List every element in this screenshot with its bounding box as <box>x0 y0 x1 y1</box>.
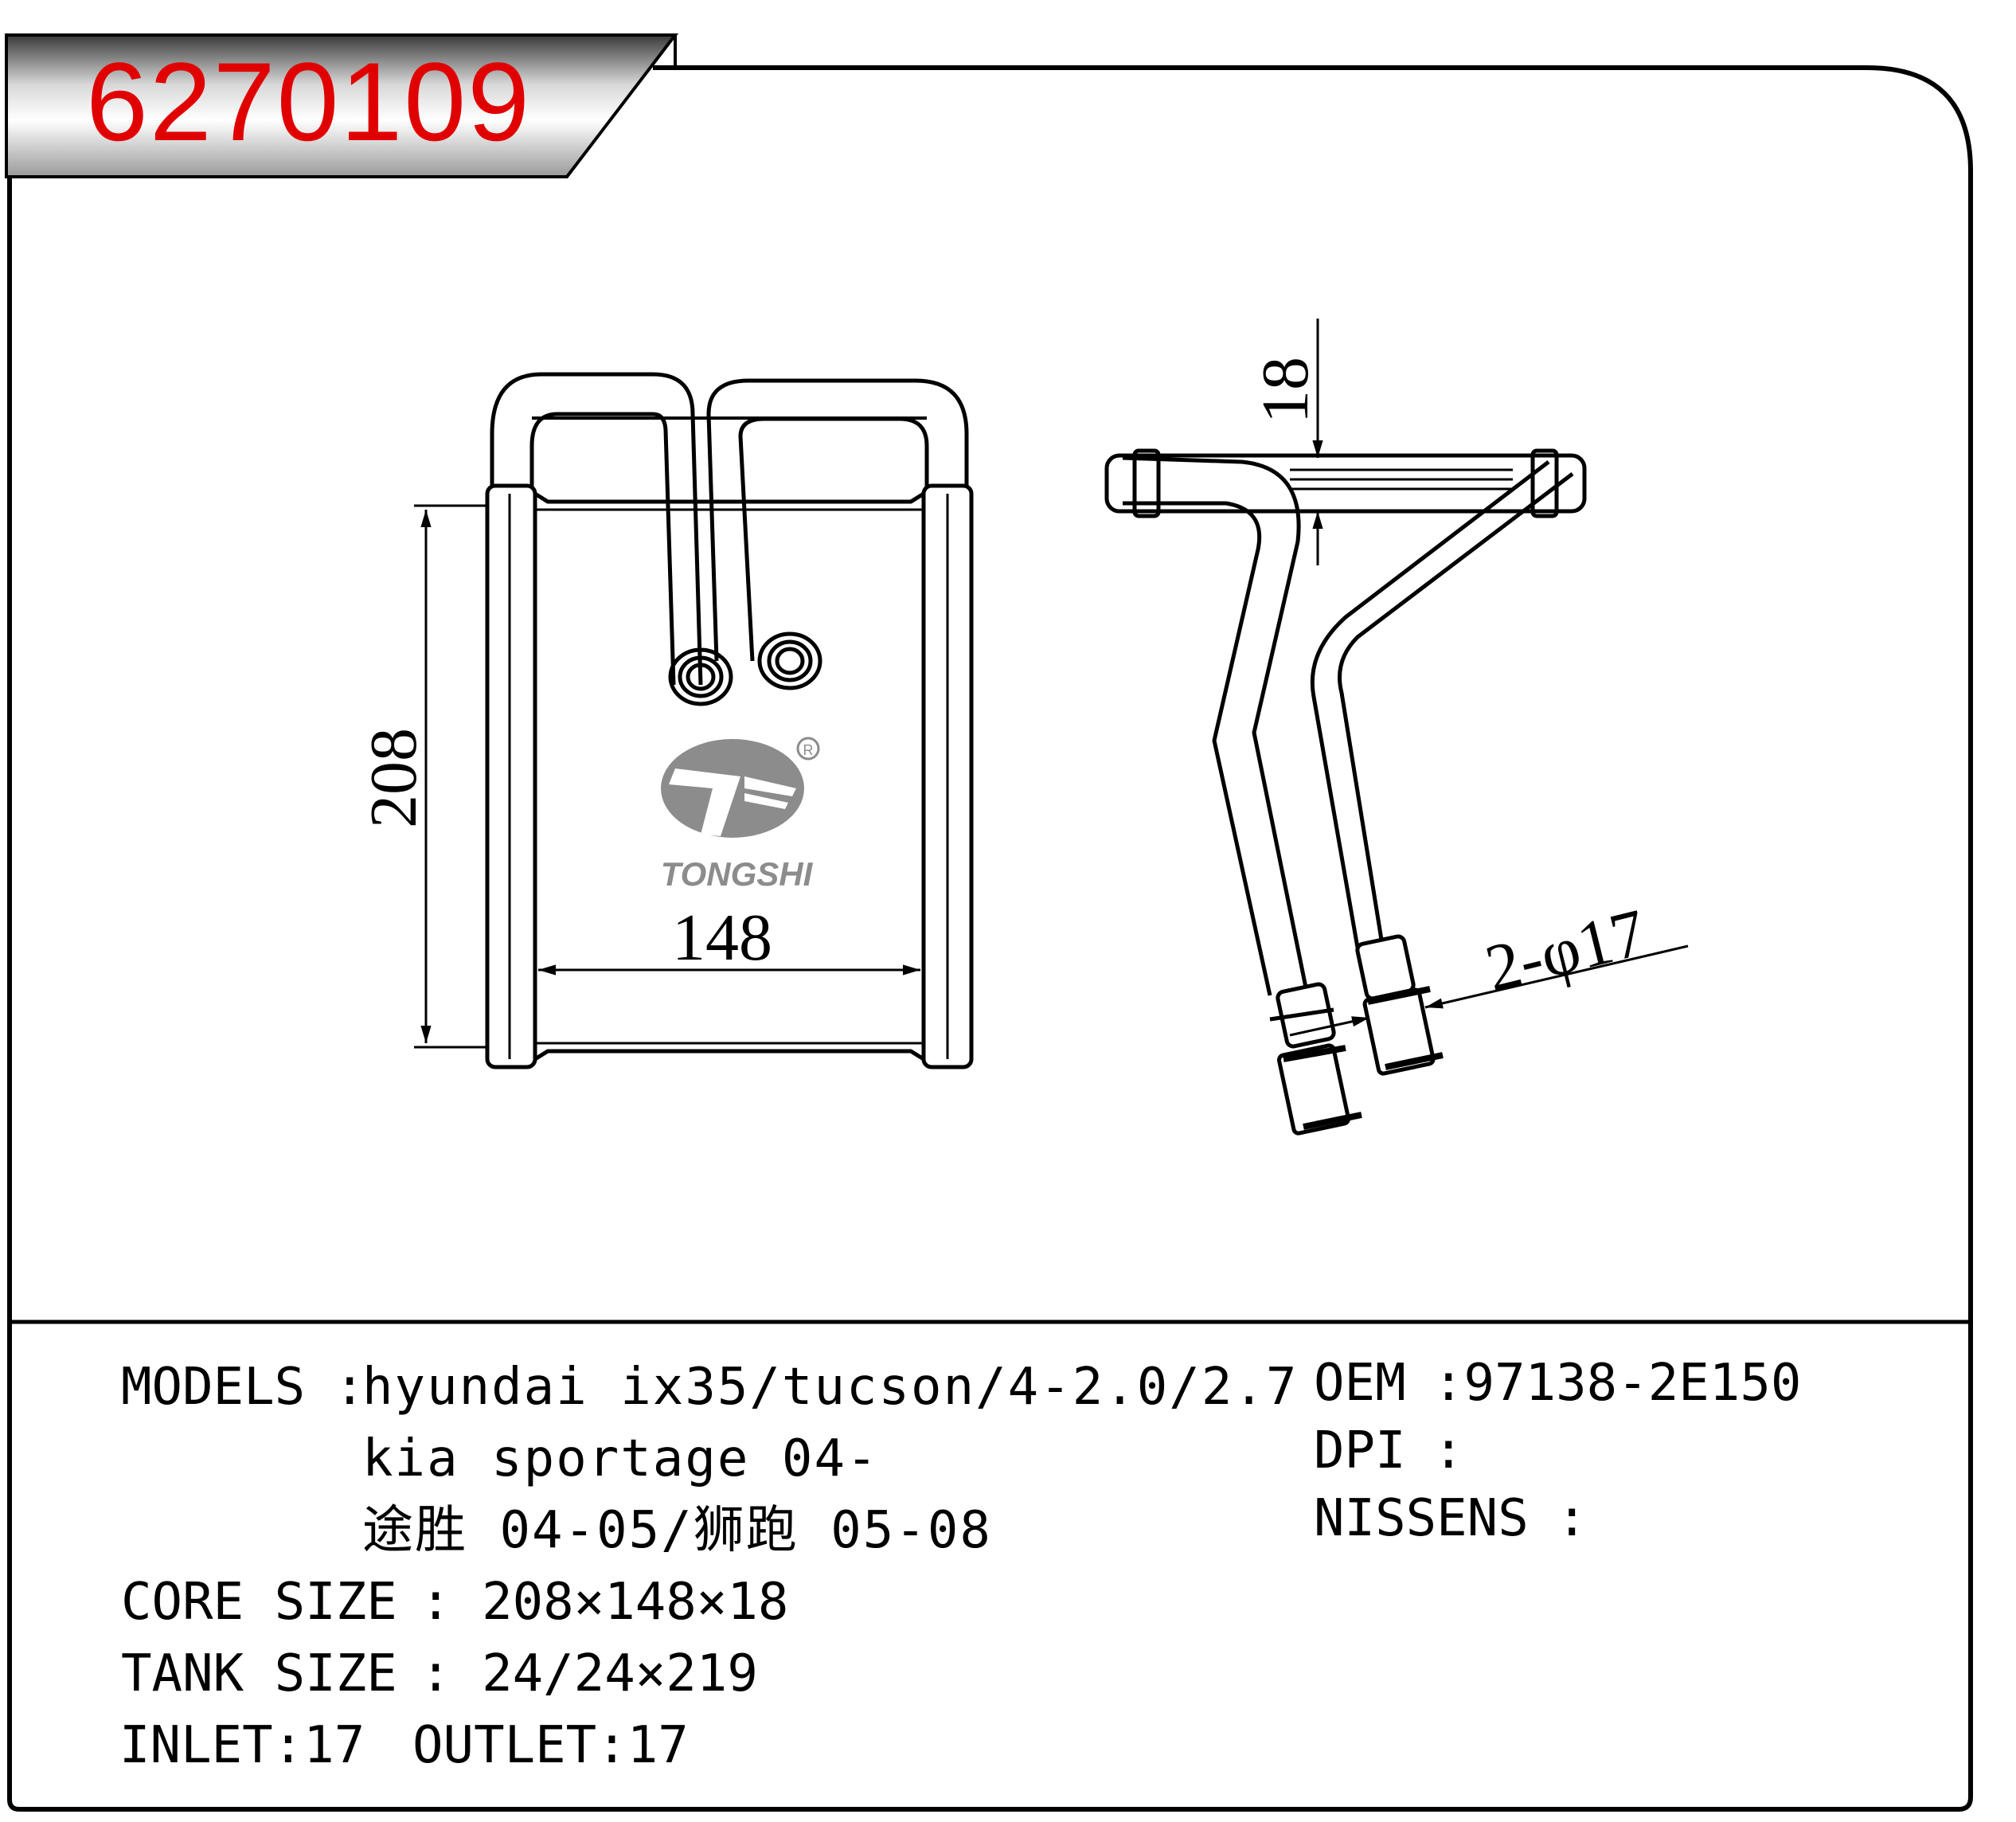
tongshi-logo: R TONGSHI <box>661 737 820 893</box>
nissens-value: : <box>1557 1489 1588 1548</box>
models-line-1: hyundai ix35/tucson/4-2.0/2.7 <box>362 1358 1299 1417</box>
models-label: MODELS <box>121 1358 306 1417</box>
registered-mark: R <box>803 742 814 758</box>
inlet-value: INLET:17 <box>119 1716 365 1775</box>
sheet-border <box>7 65 1973 1812</box>
models-line-2: kia sportage 04- <box>362 1429 879 1488</box>
tank-size-label: TANK SIZE <box>121 1644 397 1703</box>
models-separator: : <box>334 1358 365 1417</box>
dpi-value: : <box>1433 1421 1464 1480</box>
pipe-dimension-label: 2-φ17 <box>1479 895 1653 1006</box>
oem-label: OEM <box>1314 1354 1406 1413</box>
oem-value: :97138-2E150 <box>1433 1354 1802 1413</box>
side-view <box>1104 448 1587 1136</box>
tank-size-value: : 24/24×219 <box>420 1644 758 1703</box>
height-dimension-label: 208 <box>357 728 431 828</box>
thickness-dimension-label: 18 <box>1248 357 1323 424</box>
width-dimension-label: 148 <box>672 901 772 975</box>
part-number-banner <box>5 33 679 178</box>
front-view <box>485 372 974 1069</box>
core-size-value: : 208×148×18 <box>420 1573 789 1632</box>
models-line-3: 途胜 04-05/狮跑 05-08 <box>362 1501 992 1560</box>
pipe-leader <box>1424 944 1689 1009</box>
nissens-label: NISSENS <box>1314 1489 1529 1548</box>
core-size-label: CORE SIZE <box>121 1573 397 1632</box>
side-dimensions <box>1289 319 1689 1037</box>
outlet-value: OUTLET:17 <box>412 1716 689 1775</box>
dpi-label: DPI <box>1314 1421 1406 1480</box>
part-number: 6270109 <box>86 39 532 164</box>
front-dimensions <box>414 504 920 1049</box>
brand-name: TONGSHI <box>661 855 814 893</box>
